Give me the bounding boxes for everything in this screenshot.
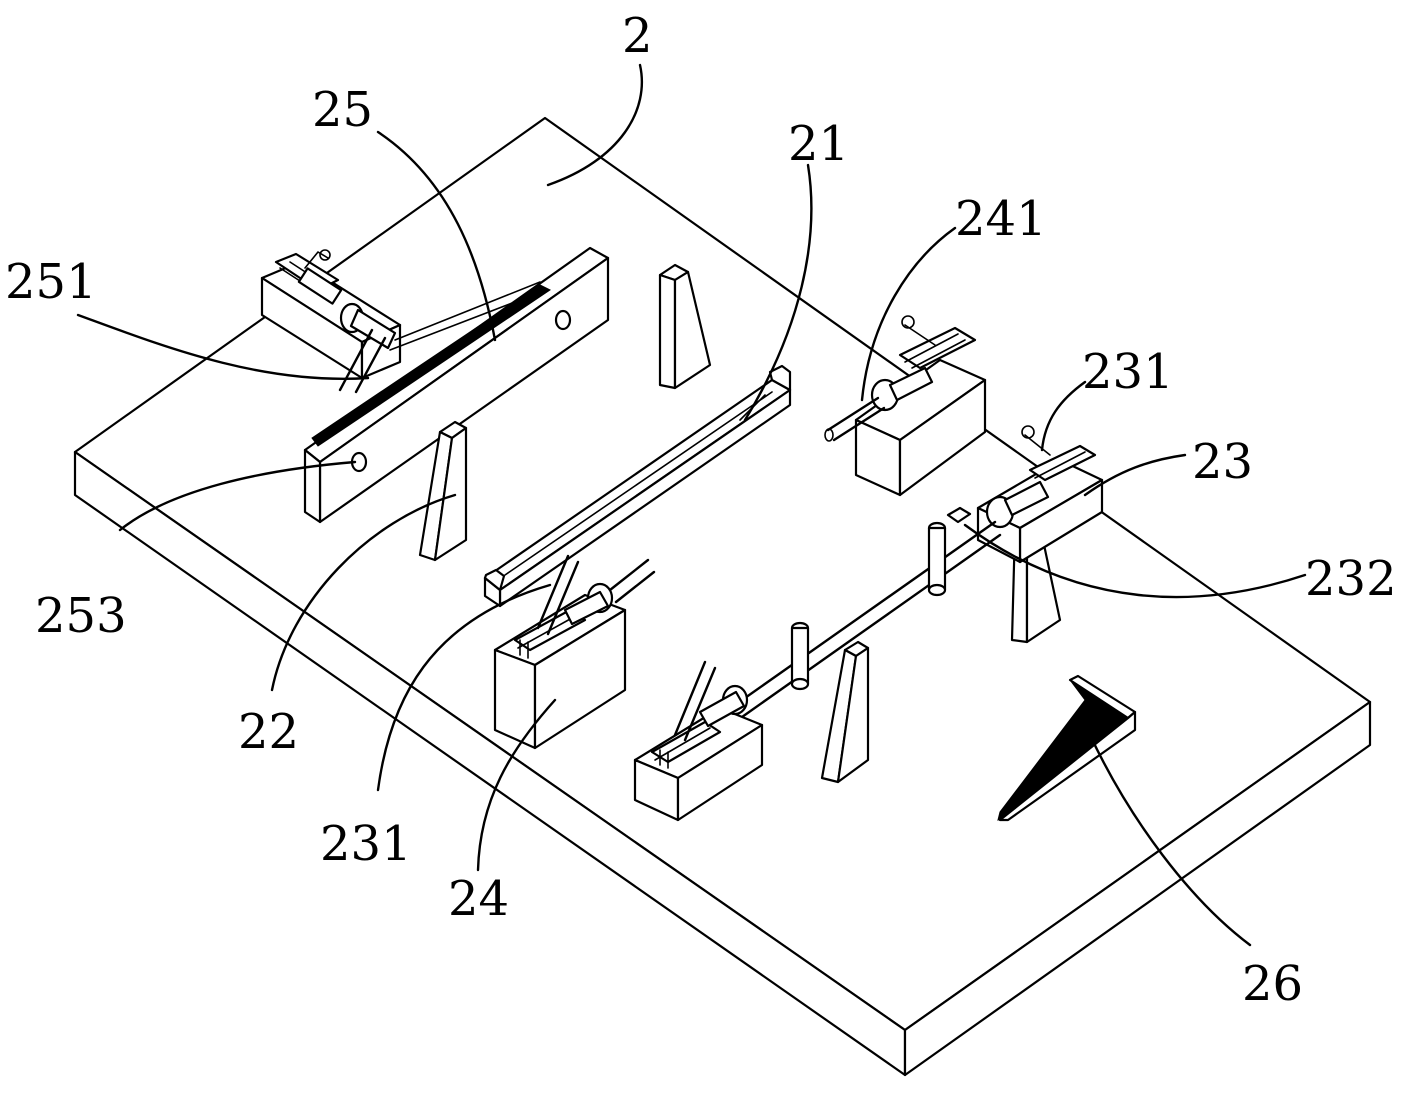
leader-2 (546, 63, 644, 187)
label-251: 251 (5, 254, 97, 310)
label-22: 22 (238, 704, 299, 760)
label-24: 24 (448, 871, 509, 927)
leader-232 (963, 523, 1307, 599)
leader-251 (76, 313, 370, 380)
leader-22 (270, 493, 457, 692)
leader-26 (1088, 733, 1252, 947)
toggle-clamp-23 (946, 425, 1104, 564)
toggle-clamp-251 (260, 249, 402, 394)
push-shaft-232 (733, 520, 1002, 719)
reference-labels: 2 25 21 241 251 231 23 232 253 22 231 24… (5, 8, 1397, 1012)
wedge-block-middle (820, 640, 870, 784)
leader-25 (376, 130, 497, 342)
label-25: 25 (312, 82, 373, 138)
label-21: 21 (788, 116, 849, 172)
label-232: 232 (1305, 551, 1397, 607)
label-23: 23 (1192, 434, 1253, 490)
wedge-block-top (658, 263, 712, 390)
label-241: 241 (955, 191, 1047, 247)
leader-253 (118, 460, 357, 532)
guide-rail-21 (483, 364, 792, 608)
label-253: 253 (35, 588, 127, 644)
label-231-top: 231 (1082, 344, 1174, 400)
toggle-clamp-241 (824, 315, 987, 497)
positioning-bar-25 (303, 246, 610, 524)
angle-gauge-26 (997, 674, 1137, 822)
label-26: 26 (1242, 956, 1303, 1012)
leader-231-bottom (376, 583, 552, 792)
leader-21 (743, 163, 813, 422)
wedge-block-22 (418, 420, 468, 562)
leader-241 (860, 226, 957, 402)
leader-24 (476, 698, 557, 872)
toggle-clamp-lower (633, 660, 764, 822)
leader-lines (76, 63, 1307, 947)
toggle-clamp-24 (493, 554, 656, 750)
leader-23 (1083, 453, 1187, 497)
leader-231-top (1040, 380, 1087, 452)
label-2: 2 (622, 8, 653, 64)
label-231-bottom: 231 (320, 816, 412, 872)
